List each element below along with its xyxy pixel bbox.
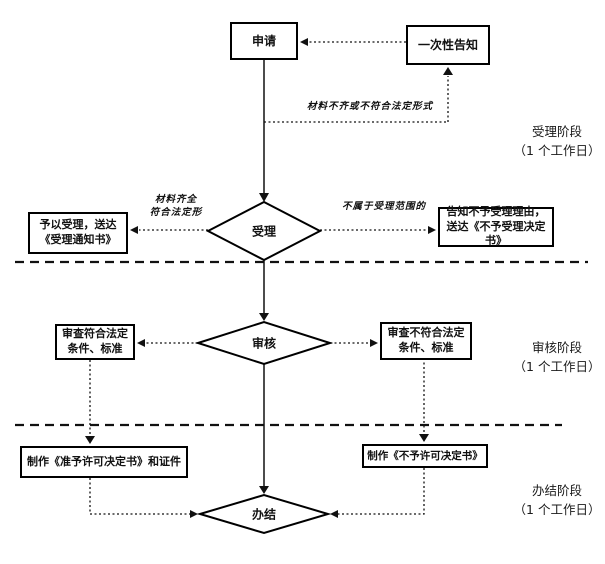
stage-label-review: 审核阶段 （1 个工作日） xyxy=(514,338,601,376)
arrowheads xyxy=(85,38,453,518)
review-pass-label: 审查符合法定条件、标准 xyxy=(62,327,128,355)
stage-label-accept: 受理阶段 （1 个工作日） xyxy=(514,122,601,160)
one-time-notice-label: 一次性告知 xyxy=(417,37,478,52)
one-time-notice-box: 一次性告知 xyxy=(406,25,490,65)
edge-label-complete-line1: 材料齐全 xyxy=(154,194,198,205)
edge-label-incomplete: 材料不齐或不符合法定形式 xyxy=(306,101,434,112)
stage-accept-duration: （1 个工作日） xyxy=(513,143,601,158)
review-fail-box: 审查不符合法定条件、标准 xyxy=(380,322,472,360)
stage-accept-name: 受理阶段 xyxy=(531,124,582,139)
accept-diamond-shape xyxy=(205,200,323,262)
complete-diamond-label: 办结 xyxy=(251,507,277,522)
accept-no-box: 告知不予受理理由，送达《不予受理决定书》 xyxy=(438,204,554,248)
make-license-box: 制作《准予许可决定书》和证件 xyxy=(20,446,188,478)
edge-license-to-complete xyxy=(89,478,190,515)
apply-label: 申请 xyxy=(251,33,276,48)
edge-label-complete-line2: 符合法定形 xyxy=(149,207,203,218)
edge-label-out-of-scope: 不属于受理范围的 xyxy=(341,201,427,212)
review-diamond-label: 审核 xyxy=(251,336,277,351)
accept-yes-line2: 《受理通知书》 xyxy=(39,233,117,246)
edge-incomplete-to-notice xyxy=(264,76,449,123)
stage-complete-duration: （1 个工作日） xyxy=(513,502,601,517)
accept-yes-box: 予以受理，送达 《受理通知书》 xyxy=(28,212,128,254)
stage-review-duration: （1 个工作日） xyxy=(513,359,601,374)
accept-yes-line1: 予以受理，送达 xyxy=(39,218,117,232)
stage-complete-name: 办结阶段 xyxy=(531,483,582,498)
apply-box: 申请 xyxy=(230,22,298,60)
review-pass-box: 审查符合法定条件、标准 xyxy=(55,324,135,360)
stage-label-complete: 办结阶段 （1 个工作日） xyxy=(514,481,601,519)
review-diamond-shape xyxy=(194,320,334,366)
edge-denial-to-complete xyxy=(338,468,425,515)
make-license-label: 制作《准予许可决定书》和证件 xyxy=(27,454,181,468)
review-fail-label: 审查不符合法定条件、标准 xyxy=(387,326,465,354)
make-denial-label: 制作《不予许可决定书》 xyxy=(367,449,483,462)
edge-label-complete: 材料齐全 符合法定形 xyxy=(150,193,203,219)
accept-no-label: 告知不予受理理由，送达《不予受理决定书》 xyxy=(446,204,546,248)
make-denial-box: 制作《不予许可决定书》 xyxy=(362,444,488,468)
complete-diamond-shape xyxy=(196,493,332,535)
stage-review-name: 审核阶段 xyxy=(531,340,582,355)
accept-diamond-label: 受理 xyxy=(251,224,277,239)
